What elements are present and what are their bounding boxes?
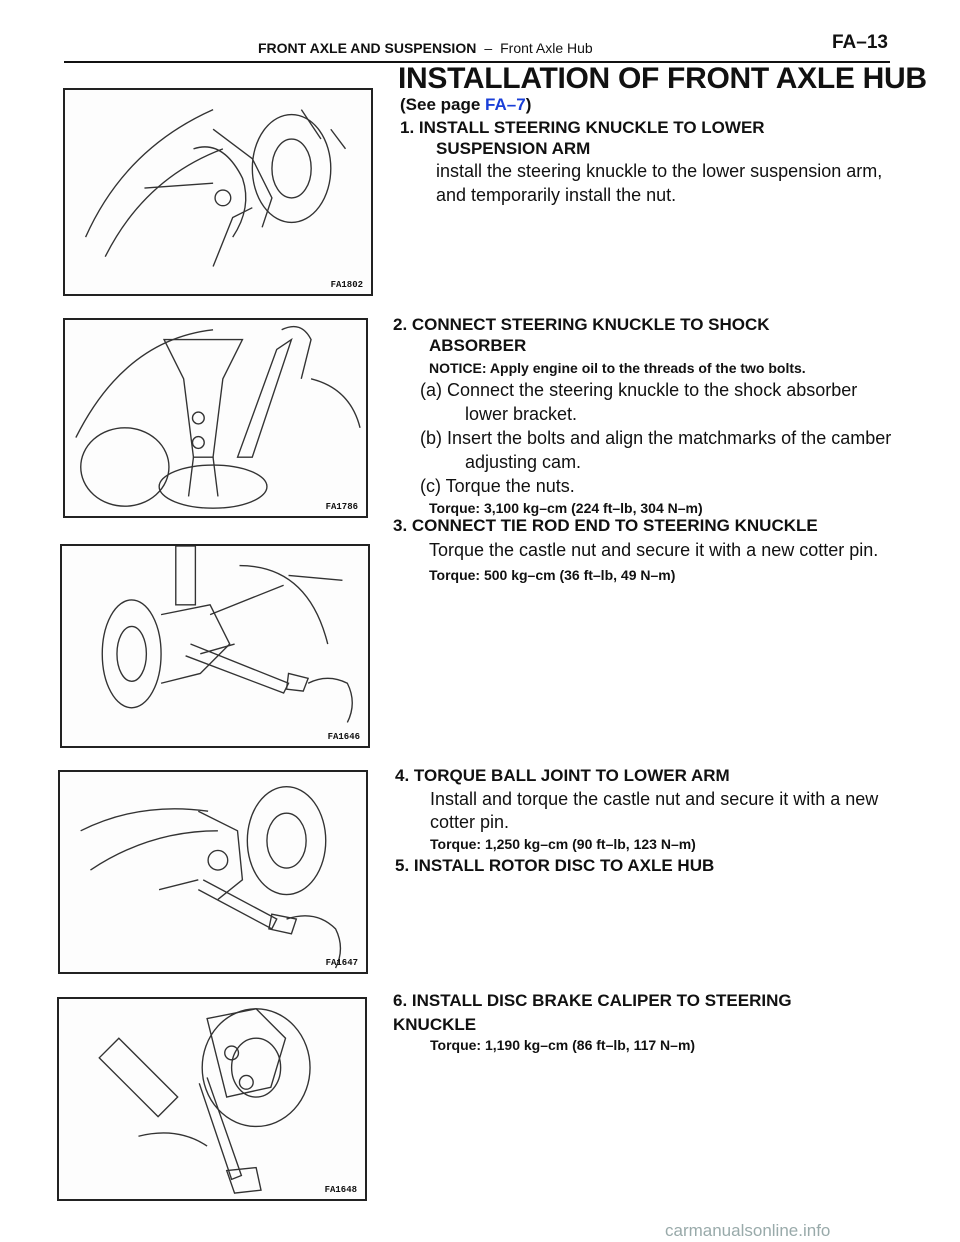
figure-knuckle-shock-absorber: FA1786 (63, 318, 368, 518)
step-4-heading: 4. TORQUE BALL JOINT TO LOWER ARM (395, 766, 730, 785)
figure-3-illustration (101, 546, 353, 723)
step-4-body-cont: cotter pin. (430, 812, 510, 832)
figure-4-illustration (80, 786, 342, 969)
see-page-suffix: ) (525, 95, 532, 114)
step-2-torque: Torque: 3,100 kg–cm (224 ft–lb, 304 N–m) (429, 500, 703, 516)
step-1-body-cont: and temporarily install the nut. (436, 185, 677, 205)
see-page-ref: (See page FA–7) (400, 95, 531, 115)
step-2-heading: 2. CONNECT STEERING KNUCKLE TO SHOCK (393, 315, 770, 334)
step-1-heading-cont: SUSPENSION ARM (436, 139, 591, 158)
figure-2-code: FA1786 (325, 502, 358, 512)
step-1-heading: 1. INSTALL STEERING KNUCKLE TO LOWER (400, 118, 765, 137)
see-page-link[interactable]: FA–7 (485, 95, 526, 114)
figure-ball-joint-lower-arm: FA1647 (58, 770, 368, 974)
figure-5-code: FA1648 (324, 1185, 357, 1195)
figure-tie-rod-end: FA1646 (60, 544, 370, 748)
step-2-heading-cont: ABSORBER (429, 336, 527, 355)
step-3-heading: 3. CONNECT TIE ROD END TO STEERING KNUCK… (393, 516, 818, 535)
figure-1-code: FA1802 (330, 280, 363, 290)
step-3-body: Torque the castle nut and secure it with… (429, 540, 879, 560)
figure-disc-brake-caliper: FA1648 (57, 997, 367, 1201)
step-2c: (c) Torque the nuts. (420, 476, 575, 496)
header-section: FRONT AXLE AND SUSPENSION (258, 40, 477, 56)
figure-steering-knuckle-lower-arm: FA1802 (63, 88, 373, 296)
header-separator: – (484, 40, 493, 56)
step-1-body: install the steering knuckle to the lowe… (436, 161, 883, 181)
step-6-heading: 6. INSTALL DISC BRAKE CALIPER TO STEERIN… (393, 991, 792, 1010)
step-5-heading: 5. INSTALL ROTOR DISC TO AXLE HUB (395, 856, 715, 875)
step-4-torque: Torque: 1,250 kg–cm (90 ft–lb, 123 N–m) (430, 836, 696, 852)
step-4-body: Install and torque the castle nut and se… (430, 789, 879, 809)
step-2-notice: NOTICE: Apply engine oil to the threads … (429, 360, 806, 376)
step-6-heading-cont: KNUCKLE (393, 1015, 477, 1034)
step-2b-cont: adjusting cam. (465, 452, 582, 472)
step-2a-cont: lower bracket. (465, 404, 578, 424)
figure-5-illustration (98, 1008, 311, 1194)
header-subsection: Front Axle Hub (500, 40, 593, 56)
figure-4-code: FA1647 (325, 958, 358, 968)
figure-1-illustration (84, 108, 347, 267)
page-code: FA–13 (832, 32, 888, 53)
figure-3-code: FA1646 (327, 732, 360, 742)
running-header: FRONT AXLE AND SUSPENSION–Front Axle Hub (258, 40, 593, 56)
page-title: INSTALLATION OF FRONT AXLE HUB (398, 62, 927, 95)
see-page-prefix: (See page (400, 95, 486, 114)
header-rule (64, 61, 890, 63)
figure-2-illustration (75, 325, 361, 509)
step-6-torque: Torque: 1,190 kg–cm (86 ft–lb, 117 N–m) (430, 1037, 696, 1053)
step-2b: (b) Insert the bolts and align the match… (420, 428, 892, 448)
step-3-torque: Torque: 500 kg–cm (36 ft–lb, 49 N–m) (429, 567, 676, 583)
watermark-footer: carmanualsonline.info (665, 1221, 831, 1240)
step-2a: (a) Connect the steering knuckle to the … (420, 380, 858, 400)
